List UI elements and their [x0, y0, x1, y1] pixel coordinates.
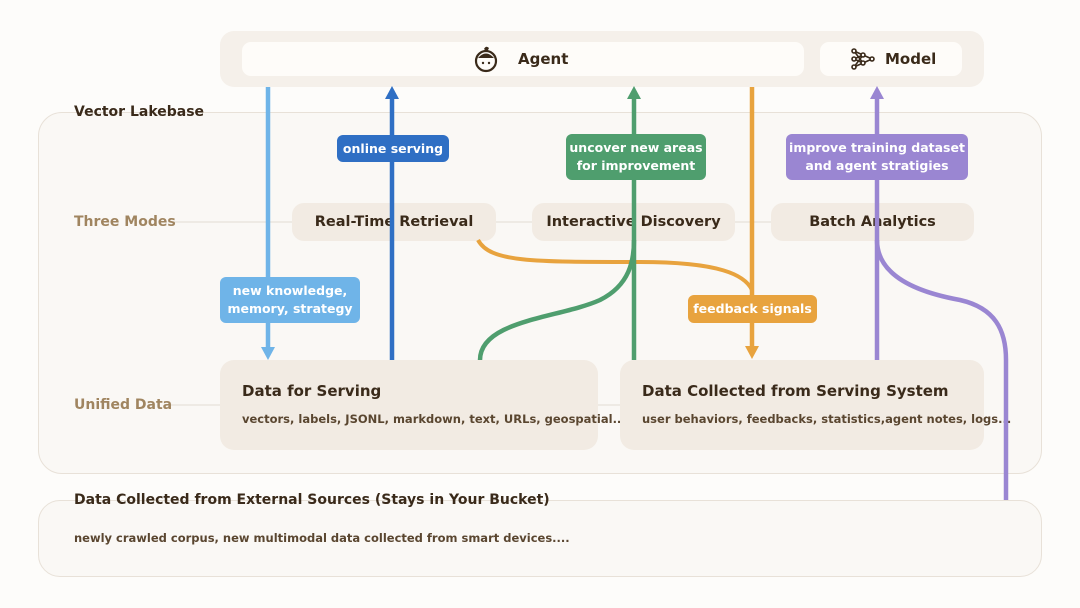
data-for-serving-box[interactable]: Data for Serving vectors, labels, JSONL,… [220, 360, 626, 450]
model-label: Model [885, 50, 937, 68]
flow-online-serving [385, 86, 399, 360]
external-sources-subtitle: newly crawled corpus, new multimodal dat… [74, 531, 570, 545]
tag-online-serving: online serving [337, 135, 449, 162]
data-for-serving-subtitle: vectors, labels, JSONL, markdown, text, … [242, 412, 626, 426]
flow-retrieval-feedback-curve [476, 238, 754, 291]
neural-network-icon [851, 48, 875, 70]
tag-feedback-signals: feedback signals [688, 295, 817, 323]
agent-face-icon [474, 46, 498, 73]
unified-data-label: Unified Data [74, 397, 173, 413]
data-for-serving-title: Data for Serving [242, 382, 382, 400]
tag-uncover-new-areas: uncover new areas for improvement [566, 134, 706, 180]
external-sources-panel [38, 500, 1042, 577]
data-collected-subtitle: user behaviors, feedbacks, statistics,ag… [642, 412, 1012, 426]
data-collected-title: Data Collected from Serving System [642, 382, 949, 400]
agent-pill[interactable] [242, 42, 804, 76]
mode-batch-analytics[interactable]: Batch Analytics [771, 203, 974, 241]
vector-lakebase-title: Vector Lakebase [74, 104, 205, 120]
agent-label: Agent [518, 50, 569, 68]
three-modes-label: Three Modes [74, 214, 176, 230]
flow-uncover [477, 86, 641, 361]
data-collected-box[interactable]: Data Collected from Serving System user … [620, 360, 1012, 450]
tag-new-knowledge: new knowledge, memory, strategy [220, 277, 360, 323]
model-pill[interactable] [820, 42, 962, 76]
tag-improve-training: improve training dataset and agent strat… [786, 134, 968, 180]
external-sources-title: Data Collected from External Sources (St… [74, 492, 550, 508]
